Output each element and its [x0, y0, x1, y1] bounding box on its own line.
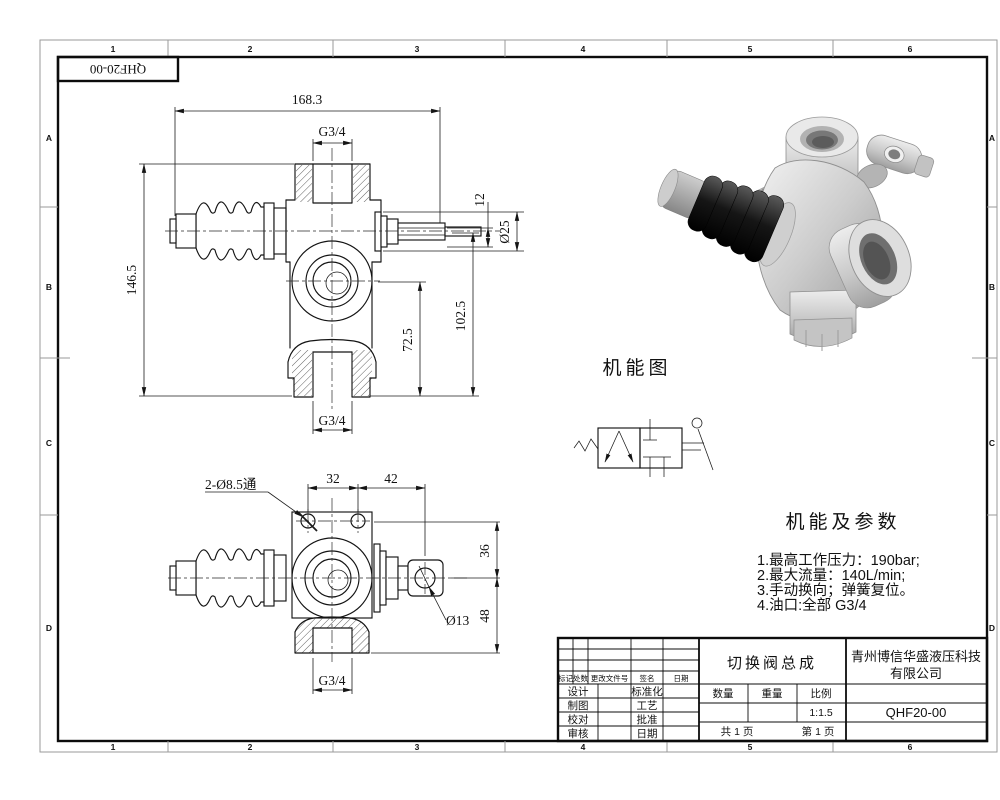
role-label: 审核 [568, 727, 589, 740]
dim-hole-to-pin: 42 [384, 471, 398, 486]
lever-symbol [682, 417, 714, 471]
zone-number: 1 [111, 44, 116, 54]
dim-bottom-port: G3/4 [319, 413, 346, 428]
spring-symbol [573, 438, 599, 452]
part-name: 切换阀总成 [727, 655, 817, 672]
zone-letter: C [989, 438, 995, 448]
zone-number: 2 [248, 44, 253, 54]
parameter-item: 4.油口:全部 G3/4 [757, 596, 867, 614]
revision-header: 标记 处数 更改文件号 签名 日期 [558, 673, 689, 683]
scale-value: 1:1.5 [809, 707, 833, 719]
dim-overall-width: 168.3 [292, 92, 323, 107]
corner-ref-label: QHF20-00 [90, 62, 146, 77]
quantity-label: 数量 [713, 687, 734, 700]
total-pages: 共 1 页 [721, 726, 754, 738]
company-name-line2: 有限公司 [890, 666, 942, 681]
bottom-port-section [287, 338, 377, 398]
page-number: 第 1 页 [802, 725, 835, 738]
hydraulic-symbol [573, 417, 714, 477]
revision-col: 签名 [640, 673, 655, 683]
dim-axis-to-bottom: 102.5 [453, 301, 468, 332]
dim-boss-to-bottom: 72.5 [400, 328, 415, 352]
corner-ref-box: QHF20-00 [56, 55, 180, 83]
role-label: 制图 [568, 699, 589, 712]
plan-view-dimensions: 2-Ø8.5通 32 42 36 48 Ø13 G3/4 [205, 471, 500, 694]
zone-letter: D [989, 623, 995, 633]
stem [374, 211, 482, 252]
role-label: 日期 [637, 728, 658, 740]
zone-letter: B [46, 282, 52, 292]
title-block: 标记 处数 更改文件号 签名 日期 设计 制图 校对 审核 标准化 工艺 批准 … [556, 636, 989, 743]
zone-strip-top: 1 2 3 4 5 6 [111, 44, 913, 54]
front-port [828, 219, 912, 309]
signature-rows: 设计 制图 校对 审核 标准化 工艺 批准 日期 [568, 685, 664, 740]
zone-letter: A [989, 133, 995, 143]
zone-strip-right: A B C D [989, 133, 995, 633]
dim-top-port: G3/4 [319, 124, 346, 139]
zone-number: 3 [415, 44, 420, 54]
render-3d [657, 116, 935, 351]
lever-tab [866, 134, 935, 178]
scale-label: 比例 [811, 687, 832, 700]
zone-number: 5 [748, 44, 753, 54]
weight-label: 重量 [762, 687, 783, 700]
bellows-3d [657, 168, 796, 267]
drawing-frame: 1 2 3 4 5 6 1 2 3 4 5 6 A B C D A B C D … [39, 39, 998, 753]
top-port-section [294, 163, 371, 204]
parameters-title: 机能及参数 [785, 511, 900, 533]
revision-col: 标记 [558, 673, 573, 683]
zone-number: 6 [908, 742, 913, 752]
parameters-block: 机能及参数 1.最高工作压力：190bar; 2.最大流量：140L/min; … [757, 511, 920, 614]
dim-pin-hole: Ø13 [446, 613, 469, 628]
dim-bottom-port: G3/4 [319, 673, 346, 688]
parameter-item: 1.最高工作压力：190bar; [757, 552, 920, 569]
zone-strip-left: A B C D [46, 133, 52, 633]
role-label: 设计 [568, 685, 589, 698]
zone-letter: A [46, 133, 52, 143]
role-label: 工艺 [637, 700, 658, 712]
company-name-line1: 青州博信华盛液压科技 [851, 649, 981, 664]
dim-mount-holes: 2-Ø8.5通 [205, 477, 257, 492]
mount-holes [296, 509, 370, 533]
role-label: 标准化 [631, 685, 663, 698]
role-label: 校对 [568, 713, 589, 726]
zone-number: 1 [111, 742, 116, 752]
role-label: 批准 [637, 713, 658, 726]
dim-edge-to-axis: 36 [477, 544, 492, 558]
revision-col: 处数 [573, 673, 588, 683]
dim-axis-to-bottom: 48 [477, 609, 492, 623]
plan-view: 2-Ø8.5通 32 42 36 48 Ø13 G3/4 [168, 471, 500, 694]
dim-stem-dia: Ø25 [497, 220, 512, 243]
front-view: 168.3 G3/4 146.5 72.5 102.5 12 Ø25 G3/4 [124, 92, 524, 434]
zone-number: 4 [581, 742, 586, 752]
zone-strip-bottom: 1 2 3 4 5 6 [111, 742, 913, 752]
zone-letter: C [46, 438, 52, 448]
function-diagram-title: 机能图 [602, 357, 671, 379]
drawing-number: QHF20-00 [886, 705, 947, 720]
dim-overall-height: 146.5 [124, 265, 139, 296]
parameter-item: 2.最大流量：140L/min; [757, 567, 905, 584]
revision-col: 更改文件号 [591, 673, 629, 683]
zone-letter: D [46, 623, 52, 633]
dim-hole-pitch: 32 [326, 471, 340, 486]
zone-letter: B [989, 282, 995, 292]
revision-col: 日期 [674, 674, 689, 683]
zone-number: 3 [415, 742, 420, 752]
zone-number: 4 [581, 44, 586, 54]
front-view-dimensions: 168.3 G3/4 146.5 72.5 102.5 12 Ø25 G3/4 [124, 92, 524, 434]
dim-stem-step: 12 [472, 193, 487, 207]
zone-number: 6 [908, 44, 913, 54]
parameter-item: 3.手动换向；弹簧复位。 [757, 581, 914, 599]
zone-number: 2 [248, 742, 253, 752]
zone-number: 5 [748, 742, 753, 752]
